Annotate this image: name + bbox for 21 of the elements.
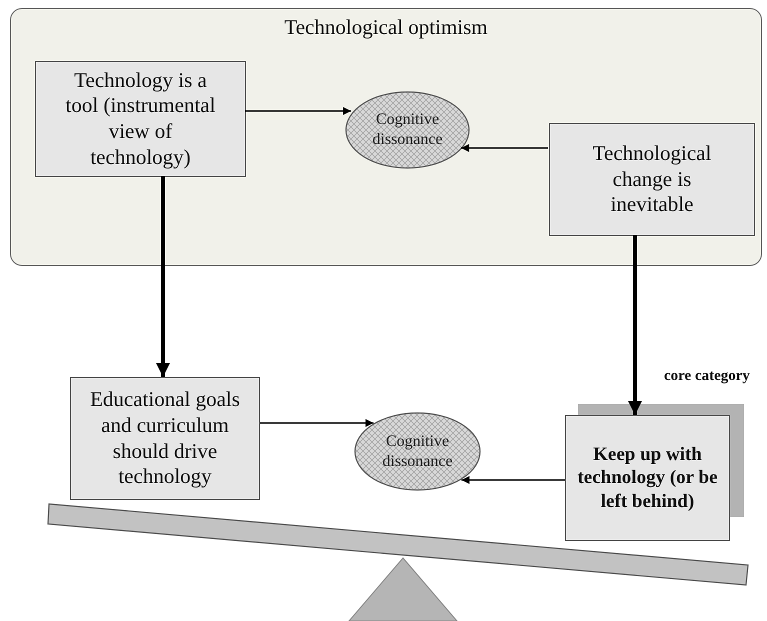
arrow	[461, 144, 548, 152]
concept-box	[35, 61, 246, 177]
box-label: Technological change is inevitable	[592, 141, 712, 218]
category-note: core category	[664, 368, 750, 385]
box-label: Educational goals and curriculum should drive technology	[89, 387, 241, 490]
group-panel	[10, 8, 762, 266]
arrow	[628, 235, 642, 415]
box-label: Technology is a tool (instrumental view of technology)	[64, 68, 216, 170]
group-title: Technological optimism	[283, 15, 489, 40]
ellipse-label: Cognitive dissonance	[381, 432, 454, 472]
arrow	[461, 476, 565, 484]
concept-box	[549, 123, 755, 236]
concept-box	[70, 377, 260, 500]
hatched-ellipse	[354, 412, 481, 491]
arrow	[245, 107, 352, 115]
concept-box	[565, 415, 730, 541]
ellipse-label: Cognitive dissonance	[371, 110, 444, 150]
hatched-ellipse	[345, 91, 470, 169]
arrow	[156, 176, 170, 377]
box-label: Keep up with technology (or be left behind)	[576, 443, 719, 513]
arrow	[260, 419, 374, 427]
